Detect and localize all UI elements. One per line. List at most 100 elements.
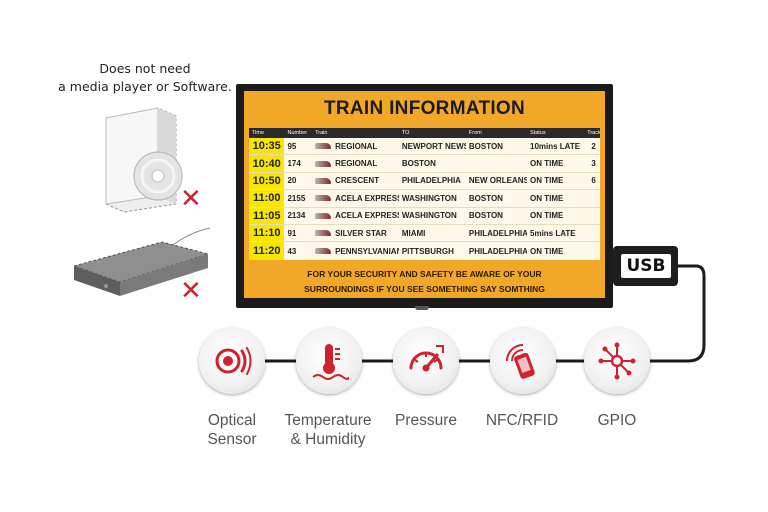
- row-time: 11:00: [249, 190, 285, 207]
- note-line-2: a media player or Software.: [58, 79, 232, 94]
- timetable-header: Time Number Train TO From Status Track: [249, 128, 600, 138]
- caption-line-1: NFC/RFID: [485, 412, 559, 429]
- row-from: PHILADELPHIA: [468, 228, 527, 238]
- thermometer-icon: [312, 344, 349, 380]
- row-to: MIAMI: [401, 228, 426, 238]
- row-train: PENNSYLVANIAN: [335, 246, 399, 256]
- row-time: 10:50: [249, 172, 285, 190]
- train-icon: [315, 248, 332, 255]
- caption-line-2: & Humidity: [290, 431, 366, 448]
- row-number: 2134: [287, 211, 306, 221]
- row-track: 3: [591, 159, 596, 169]
- row-train: CRESCENT: [335, 176, 380, 186]
- row-track: 2: [591, 141, 596, 151]
- gpio-sensor: [584, 328, 650, 394]
- row-track: 6: [591, 176, 596, 186]
- col-number: Number: [287, 130, 308, 136]
- train-icon: [315, 177, 332, 184]
- table-row: 11:05 2134 ACELA EXPRESS WASHINGTON BOST…: [249, 207, 600, 225]
- table-row: 11:20 43 PENNSYLVANIAN PITTSBURGH PHILAD…: [249, 242, 600, 260]
- row-from: BOSTON: [468, 193, 503, 203]
- col-time: Time: [252, 130, 265, 136]
- caption-line-1: Temperature: [284, 412, 372, 429]
- row-time: 11:20: [249, 242, 285, 260]
- train-icon: [315, 195, 332, 202]
- software-box-icon: [105, 107, 183, 213]
- caption-line-1: Pressure: [394, 412, 458, 429]
- gpio-icon: [598, 342, 636, 380]
- safety-message-line-1: FOR YOUR SECURITY AND SAFETY BE AWARE OF…: [307, 269, 542, 279]
- row-to: PITTSBURGH: [401, 246, 454, 256]
- screen-title: TRAIN INFORMATION: [323, 98, 526, 119]
- optical-sensor: [199, 328, 265, 394]
- row-to: NEWPORT NEWS: [401, 141, 466, 151]
- row-train: SILVER STAR: [335, 228, 387, 238]
- table-row: 10:50 20 CRESCENT PHILADELPHIA NEW ORLEA…: [249, 172, 600, 191]
- row-train: REGIONAL: [335, 159, 378, 169]
- no-media-player-note: Does not need a media player or Software…: [50, 60, 240, 96]
- row-train: ACELA EXPRESS: [335, 193, 399, 203]
- row-number: 2155: [287, 193, 306, 203]
- row-number: 91: [287, 228, 297, 238]
- col-track: Track: [587, 130, 600, 136]
- row-status: ON TIME: [530, 159, 564, 169]
- row-status: ON TIME: [530, 193, 564, 203]
- row-status: 10mins LATE: [530, 141, 581, 151]
- digital-signage-display: TRAIN INFORMATION Time Number Train TO F…: [236, 84, 613, 308]
- row-status: ON TIME: [530, 176, 564, 186]
- row-to: BOSTON: [401, 159, 436, 169]
- usb-stick: USB: [613, 246, 678, 286]
- nfc-rfid-sensor: [490, 328, 556, 394]
- col-to: TO: [401, 130, 410, 136]
- row-train: REGIONAL: [335, 141, 378, 151]
- cross-icon: ✕: [180, 184, 202, 214]
- row-number: 43: [287, 246, 297, 256]
- caption-line-1: GPIO: [597, 412, 637, 429]
- row-train: ACELA EXPRESS: [335, 211, 399, 221]
- pressure-sensor: [393, 328, 459, 394]
- train-icon: [315, 143, 332, 150]
- table-row: 11:00 2155 ACELA EXPRESS WASHINGTON BOST…: [249, 190, 600, 208]
- row-to: WASHINGTON: [401, 193, 457, 203]
- row-time: 10:40: [249, 155, 285, 172]
- row-time: 10:35: [249, 138, 285, 155]
- caption-line-1: Optical: [207, 412, 257, 429]
- sensor-caption: Optical Sensor: [172, 411, 292, 449]
- table-row: 11:10 91 SILVER STAR MIAMI PHILADELPHIA …: [249, 224, 600, 243]
- sensor-caption: GPIO: [557, 411, 677, 430]
- row-number: 174: [287, 159, 301, 169]
- train-icon: [315, 160, 332, 167]
- row-number: 95: [287, 141, 297, 151]
- row-from: BOSTON: [468, 211, 503, 221]
- col-train: Train: [315, 130, 328, 136]
- safety-message-line-2: SURROUNDINGS IF YOU SEE SOMETHING SAY SO…: [304, 284, 545, 294]
- caption-line-2: Sensor: [207, 431, 257, 448]
- temperature-humidity-sensor: [296, 328, 362, 394]
- media-player-box-icon: [72, 241, 210, 296]
- row-to: WASHINGTON: [401, 211, 457, 221]
- row-time: 11:10: [249, 224, 285, 242]
- row-to: PHILADELPHIA: [401, 176, 461, 186]
- nfc-rfid-icon: [506, 344, 535, 379]
- row-from: BOSTON: [468, 141, 503, 151]
- row-status: ON TIME: [530, 246, 564, 256]
- tv-stand: [415, 306, 429, 310]
- safety-message: FOR YOUR SECURITY AND SAFETY BE AWARE OF…: [244, 267, 605, 297]
- table-row: 10:35 95 REGIONAL NEWPORT NEWS BOSTON 10…: [249, 138, 600, 156]
- train-information-screen: TRAIN INFORMATION Time Number Train TO F…: [244, 91, 605, 298]
- train-icon: [315, 230, 332, 237]
- sensor-caption: NFC/RFID: [462, 411, 582, 430]
- sensor-caption: Pressure: [366, 411, 486, 430]
- usb-label: USB: [621, 254, 671, 278]
- col-status: Status: [530, 130, 546, 136]
- note-line-1: Does not need: [99, 61, 191, 76]
- pressure-gauge-icon: [409, 345, 444, 372]
- col-from: From: [468, 130, 482, 136]
- row-status: 5mins LATE: [530, 228, 576, 238]
- train-icon: [315, 212, 332, 219]
- row-from: PHILADELPHIA: [468, 246, 527, 256]
- row-status: ON TIME: [530, 211, 564, 221]
- cross-icon: ✕: [180, 276, 202, 306]
- timetable: Time Number Train TO From Status Track 1…: [249, 128, 600, 260]
- table-row: 10:40 174 REGIONAL BOSTON ON TIME 3: [249, 155, 600, 173]
